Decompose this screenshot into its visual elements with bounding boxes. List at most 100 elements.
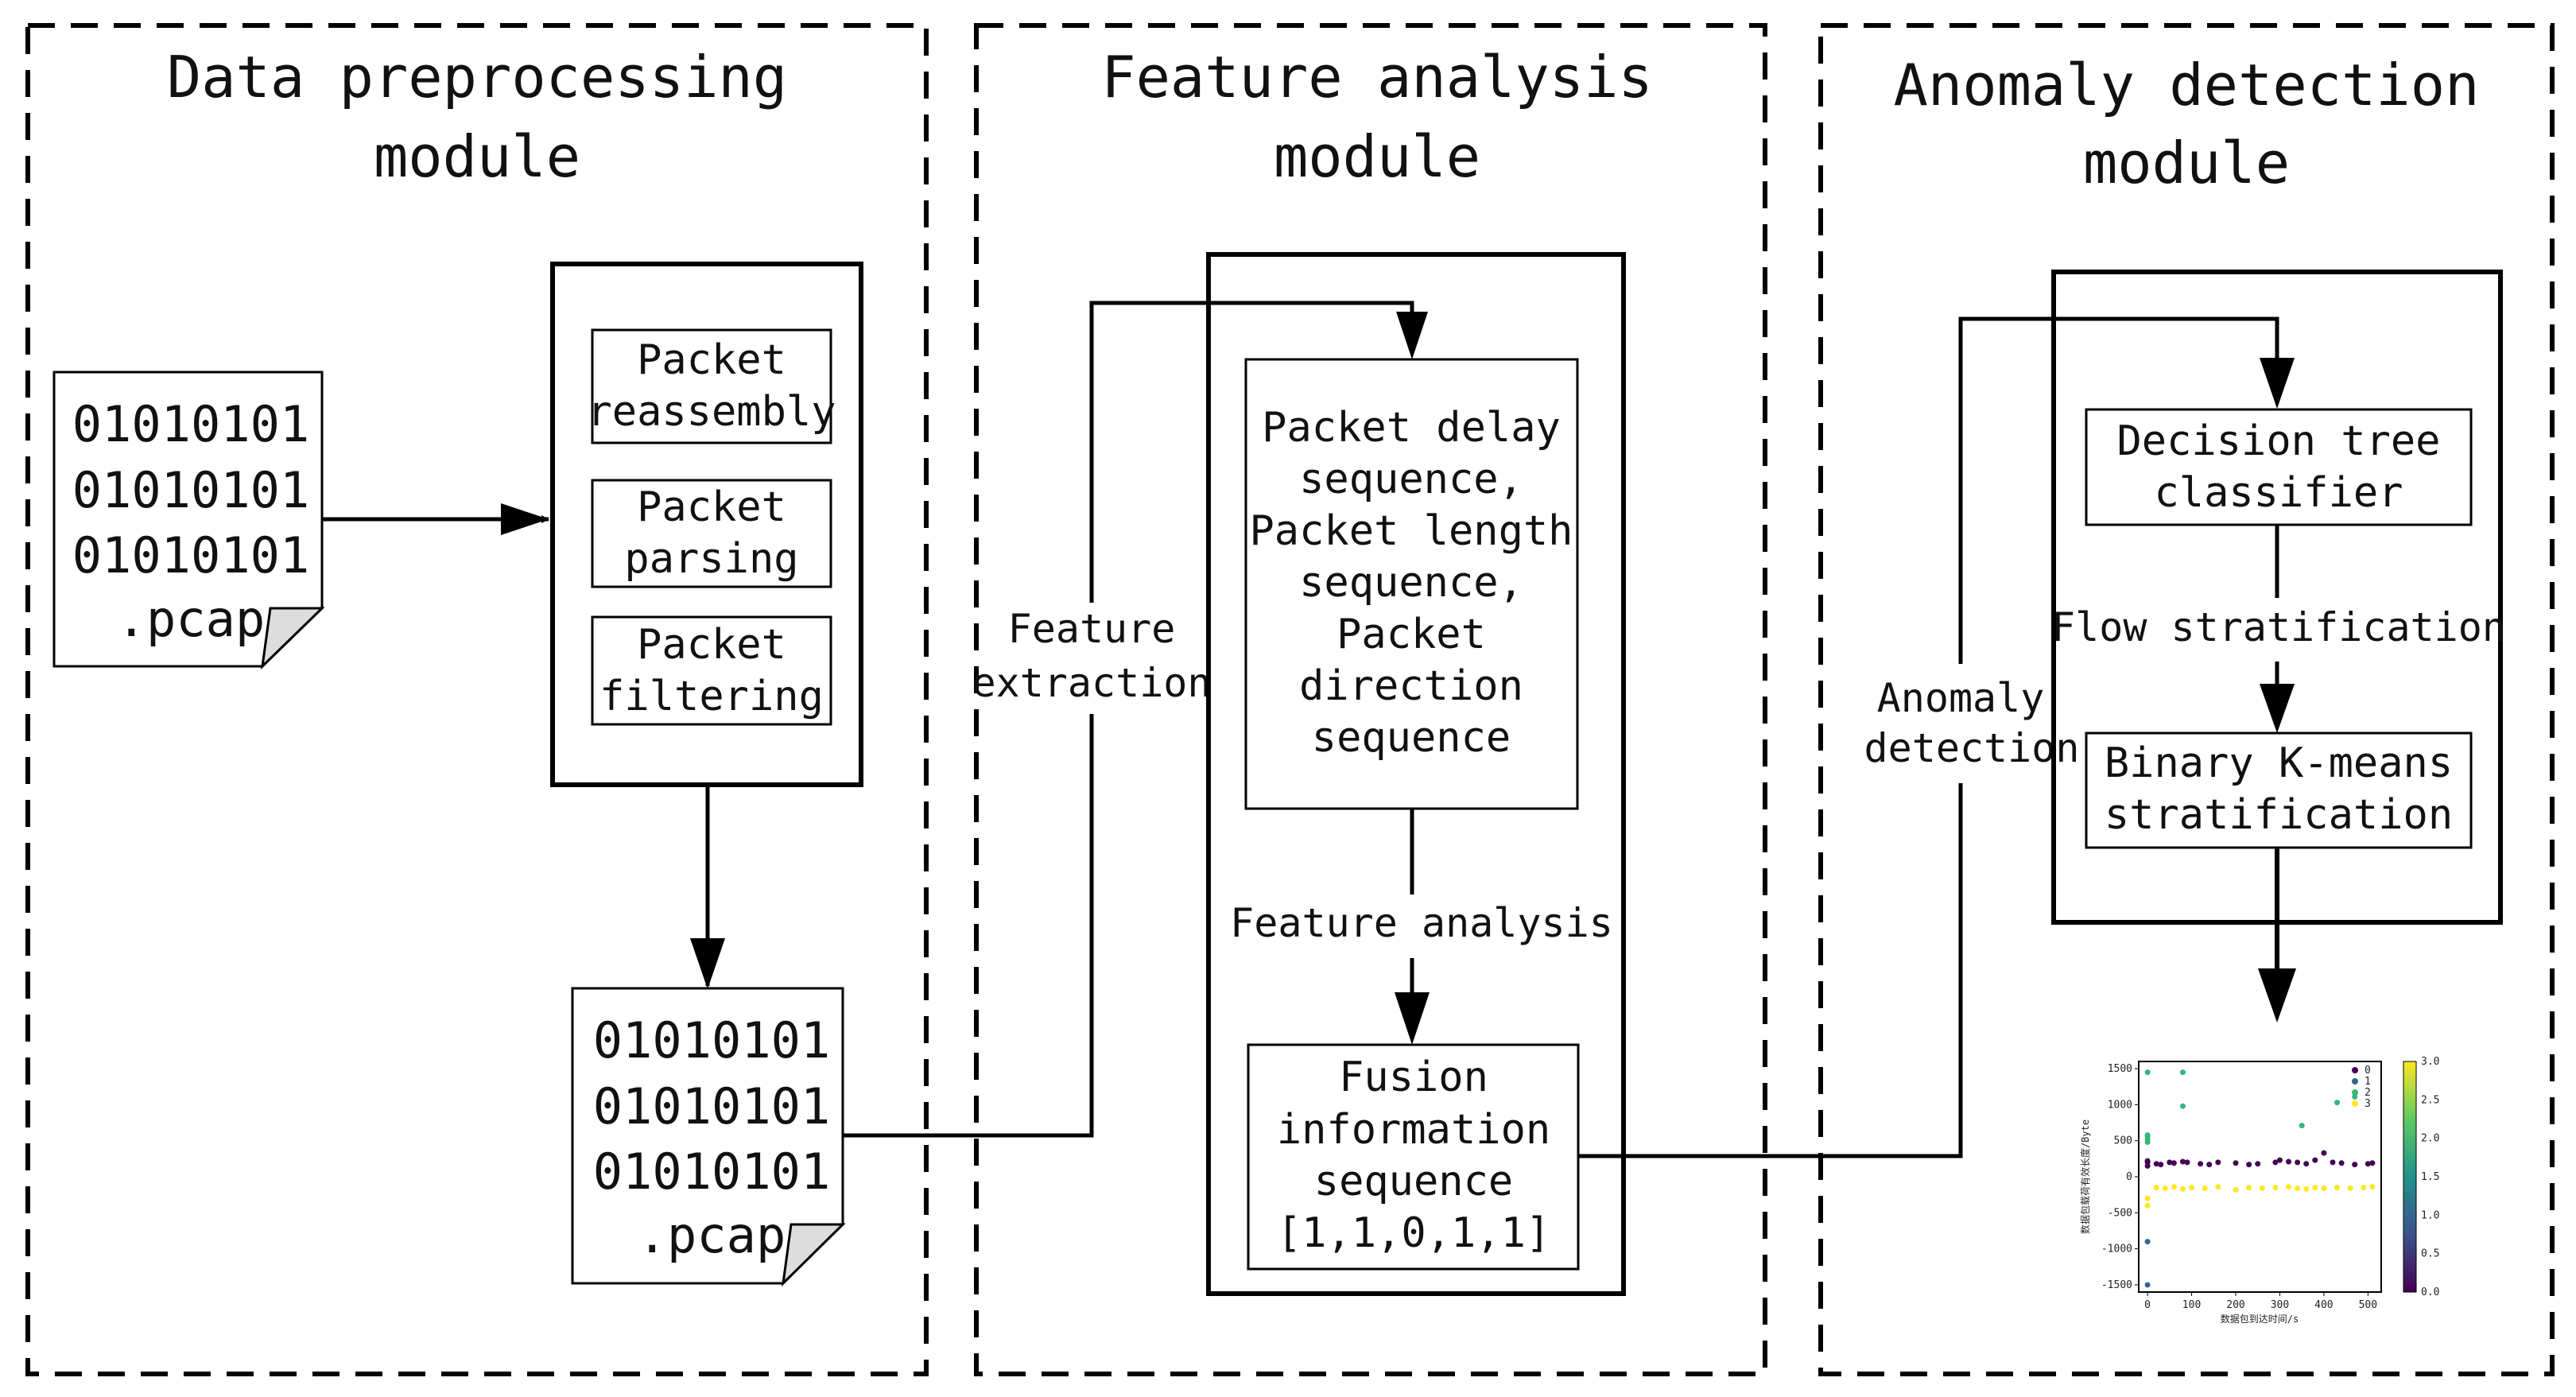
y-tick-label: -500 [2108, 1207, 2132, 1219]
scatter-point-cluster-0 [2171, 1160, 2177, 1166]
scatter-point-cluster-0 [2153, 1161, 2159, 1167]
scatter-point-cluster-0 [2303, 1161, 2310, 1167]
input-file-line-1: 01010101 [72, 395, 310, 453]
sequence-box-line6: direction [1299, 662, 1523, 710]
scatter-point-cluster-3 [2215, 1184, 2221, 1190]
y-tick-label: 1500 [2108, 1063, 2132, 1075]
sequence-box-line3: Packet length [1250, 507, 1573, 555]
scatter-point-cluster-0 [2144, 1159, 2151, 1166]
feature-extraction-label-line1: Feature [1008, 606, 1176, 652]
fusion-sequence-box [1247, 1043, 1580, 1271]
sequence-box-line4: sequence, [1299, 559, 1523, 607]
legend-label: 2 [2365, 1087, 2371, 1099]
sequence-box-line7: sequence [1312, 714, 1511, 762]
anomaly-module-frame [1818, 23, 2555, 1376]
scatter-point-cluster-3 [2162, 1186, 2168, 1191]
scatter-point-cluster-0 [2369, 1160, 2376, 1166]
anomaly-module-title-line1: Anomaly detection [1894, 52, 2480, 118]
output-pcap-file: 01010101 01010101 01010101 .pcap [571, 987, 846, 1287]
scatter-point-cluster-3 [2144, 1202, 2151, 1209]
scatter-point-cluster-3 [2361, 1185, 2367, 1191]
scatter-point-cluster-0 [2198, 1161, 2204, 1167]
scatter-point-cluster-2 [2299, 1123, 2305, 1129]
preprocessing-module-frame [25, 23, 929, 1376]
kmeans-line1: Binary K-means [2105, 739, 2453, 787]
feature-module-title-line1: Feature analysis [1101, 44, 1653, 111]
step-reassembly-line1: Packet [637, 336, 786, 384]
anomaly-module-title-line2: module [2083, 130, 2290, 196]
fusion-box-line2: information [1277, 1106, 1550, 1154]
scatter-point-cluster-0 [2286, 1158, 2292, 1165]
feature-module-frame [974, 23, 1767, 1376]
scatter-point-cluster-3 [2312, 1185, 2318, 1191]
colorbar-tick-label: 3.0 [2421, 1056, 2439, 1068]
step-parsing-line2: parsing [624, 535, 798, 583]
scatter-point-cluster-0 [2246, 1162, 2252, 1168]
sequence-box [1244, 358, 1579, 810]
y-tick-label: 0 [2126, 1171, 2132, 1183]
preprocessing-module-title-line2: module [374, 123, 580, 190]
scatter-point-cluster-3 [2295, 1186, 2301, 1191]
scatter-point-cluster-3 [2202, 1186, 2208, 1191]
y-tick-label: 1000 [2108, 1099, 2132, 1111]
legend-label: 1 [2365, 1076, 2371, 1088]
step-filtering-line1: Packet [637, 621, 786, 669]
scatter-point-cluster-3 [2321, 1186, 2327, 1191]
y-tick-label: -1000 [2101, 1244, 2132, 1255]
colorbar-tick-label: 1.0 [2421, 1209, 2439, 1221]
scatter-point-cluster-2 [2334, 1100, 2341, 1106]
legend-label: 0 [2365, 1065, 2371, 1077]
scatter-point-cluster-0 [2338, 1160, 2345, 1166]
colorbar-tick-label: 2.5 [2421, 1094, 2439, 1106]
legend-marker [2352, 1089, 2358, 1096]
step-parsing-line1: Packet [637, 483, 786, 531]
scatter-point-cluster-1 [2144, 1282, 2151, 1288]
legend-marker [2352, 1078, 2358, 1085]
feature-module-title-line2: module [1274, 123, 1480, 190]
decision-tree-box [2085, 408, 2473, 526]
scatter-point-cluster-3 [2369, 1184, 2376, 1190]
scatter-point-cluster-3 [2233, 1186, 2239, 1193]
feature-analysis-container [1206, 252, 1626, 1296]
page-curl-icon [260, 607, 325, 670]
preprocessing-module-title-line1: Data preprocessing [167, 44, 787, 111]
step-packet-parsing [591, 479, 832, 588]
x-tick-label: 300 [2271, 1299, 2289, 1311]
fusion-box-line4: [1,1,0,1,1] [1277, 1209, 1550, 1257]
step-packet-filtering [591, 615, 832, 726]
scatter-point-cluster-0 [2215, 1159, 2221, 1166]
scatter-point-cluster-2 [2144, 1139, 2151, 1145]
colorbar [2403, 1061, 2417, 1293]
scatter-point-cluster-0 [2233, 1160, 2239, 1166]
scatter-point-cluster-0 [2312, 1157, 2318, 1163]
decision-tree-line2: classifier [2154, 469, 2403, 517]
anomaly-detection-label-line1: Anomaly [1877, 675, 2045, 721]
scatter-point-cluster-2 [2144, 1131, 2151, 1138]
input-file-line-2: 01010101 [72, 461, 310, 519]
scatter-point-cluster-0 [2352, 1162, 2358, 1168]
output-file-line-3: 01010101 [593, 1143, 831, 1201]
scatter-point-cluster-0 [2158, 1162, 2164, 1168]
scatter-point-cluster-0 [2167, 1159, 2173, 1166]
input-pcap-file: 01010101 01010101 01010101 .pcap [52, 371, 325, 670]
feature-extraction-label-line2: extraction [972, 660, 1211, 706]
feature-analysis-label: Feature analysis [1230, 900, 1613, 946]
fusion-box-line3: sequence [1314, 1158, 1513, 1205]
x-tick-label: 200 [2226, 1299, 2244, 1311]
scatter-point-cluster-0 [2330, 1159, 2336, 1166]
sequence-box-line2: sequence, [1299, 456, 1523, 503]
y-tick-label: -1500 [2101, 1279, 2132, 1291]
x-tick-label: 0 [2144, 1299, 2151, 1311]
step-packet-reassembly [591, 328, 832, 444]
scatter-point-cluster-3 [2171, 1184, 2177, 1190]
connector-anomaly-detection [1578, 316, 2279, 1158]
sequence-box-line1: Packet delay [1262, 404, 1561, 452]
page-curl-icon [781, 1223, 846, 1287]
scatter-point-cluster-3 [2246, 1185, 2252, 1191]
scatter-point-cluster-0 [2206, 1162, 2213, 1168]
x-tick-label: 100 [2182, 1299, 2201, 1311]
scatter-point-cluster-0 [2365, 1161, 2371, 1167]
kmeans-box [2085, 731, 2473, 849]
